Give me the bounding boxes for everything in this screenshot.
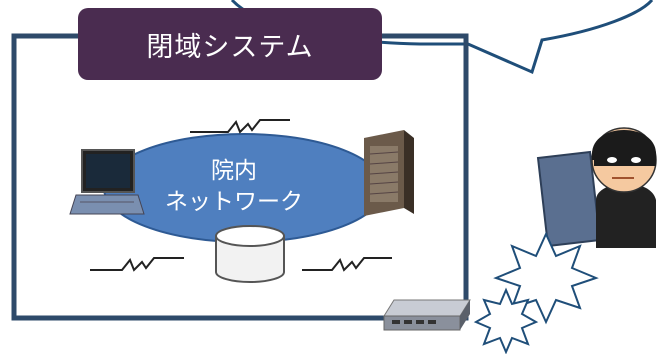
network-label: 院内 ネットワーク xyxy=(134,156,334,218)
database-icon xyxy=(215,225,285,283)
wireless-signal-icon xyxy=(302,257,392,272)
hacker-icon xyxy=(536,127,657,248)
network-label-line2: ネットワーク xyxy=(165,189,303,215)
network-label-line1: 院内 xyxy=(211,158,257,184)
burst-icon xyxy=(493,231,599,325)
router-icon xyxy=(383,299,471,331)
laptop-icon xyxy=(69,149,145,215)
wireless-signal-icon xyxy=(190,119,290,134)
server-tower-icon xyxy=(364,130,414,216)
burst-icon xyxy=(473,287,539,355)
system-title-label: 閉域システム xyxy=(78,8,382,80)
wireless-signal-icon xyxy=(90,257,184,272)
